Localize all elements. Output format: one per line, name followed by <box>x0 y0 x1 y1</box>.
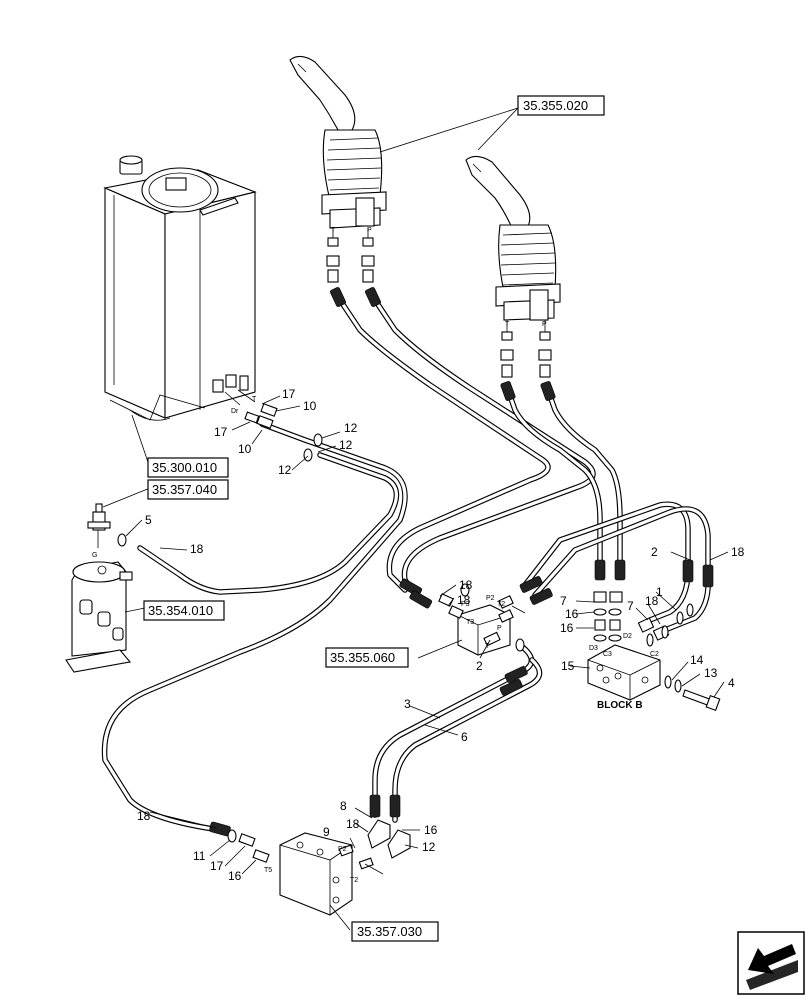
callout: 13 <box>704 666 718 680</box>
callout: 12 <box>339 438 353 452</box>
bottom-block <box>227 819 411 916</box>
bottom-block-port-labels: P2 T2 T5 <box>264 846 358 884</box>
tank-port-labels: Dr T <box>231 396 257 415</box>
port-label-j2-t: T <box>505 321 510 328</box>
svg-text:C2: C2 <box>650 651 659 658</box>
callout: 17 <box>210 859 224 873</box>
callout: 12 <box>278 463 292 477</box>
callout: 8 <box>340 799 347 813</box>
port-label-dr: Dr <box>231 408 239 415</box>
callout: 7 <box>560 594 567 608</box>
port-label-tank-t: T <box>252 396 257 403</box>
callout: 18 <box>137 809 151 823</box>
manifold-port-labels: P3 P2 T2 T3 P T <box>461 595 505 650</box>
callout: 16 <box>228 869 242 883</box>
svg-text:35.357.040: 35.357.040 <box>152 482 217 497</box>
svg-text:T2: T2 <box>497 601 505 608</box>
callout: 18 <box>457 593 471 607</box>
callout: 18 <box>645 594 659 608</box>
svg-text:T3: T3 <box>466 619 474 626</box>
svg-text:P: P <box>497 625 502 632</box>
svg-text:D3: D3 <box>589 645 598 652</box>
callout: 3 <box>404 697 411 711</box>
callout-numbers: 17 10 17 10 12 12 12 5 18 18 18 2 2 18 7… <box>137 387 745 883</box>
svg-text:35.300.010: 35.300.010 <box>152 460 217 475</box>
svg-text:D2: D2 <box>623 633 632 640</box>
hose-joystick1-t <box>337 297 551 593</box>
callout: 18 <box>459 578 473 592</box>
rotary-coupling <box>65 561 133 673</box>
block-b-title: BLOCK B <box>597 700 643 711</box>
callout: 14 <box>690 653 704 667</box>
svg-text:G: G <box>92 552 97 559</box>
joystick-left <box>289 55 387 283</box>
callout: 17 <box>282 387 296 401</box>
ref-box-35-354-010: 35.354.010 <box>143 600 225 621</box>
manifold-block <box>438 583 525 656</box>
callout: 10 <box>238 442 252 456</box>
callout: 18 <box>346 817 360 831</box>
callout: 16 <box>565 607 579 621</box>
svg-text:T: T <box>485 643 490 650</box>
block-b <box>587 591 721 712</box>
leader-lines <box>102 107 729 931</box>
callout: 10 <box>303 399 317 413</box>
hydraulic-tank <box>103 155 257 421</box>
svg-text:C3: C3 <box>603 651 612 658</box>
svg-text:35.355.060: 35.355.060 <box>330 650 395 665</box>
hose-ferrules <box>209 287 714 837</box>
port-label-j1-p: P <box>367 227 372 234</box>
joystick-right <box>465 155 561 378</box>
callout: 17 <box>214 425 228 439</box>
ref-box-35-355-020: 35.355.020 <box>517 95 605 116</box>
ref-box-35-300-010: 35.300.010 <box>147 457 229 478</box>
callout: 4 <box>728 676 735 690</box>
port-label-j2-p: P <box>542 321 547 328</box>
hose-4 <box>372 642 535 818</box>
svg-text:35.357.030: 35.357.030 <box>357 924 422 939</box>
callout: 15 <box>561 659 575 673</box>
svg-text:T5: T5 <box>264 867 272 874</box>
callout: 1 <box>656 585 663 599</box>
callout: 7 <box>627 599 634 613</box>
svg-text:35.354.010: 35.354.010 <box>148 603 213 618</box>
callout: 16 <box>560 621 574 635</box>
port-label-j1-t: T <box>331 227 336 234</box>
ref-box-35-357-030: 35.357.030 <box>351 921 439 942</box>
svg-text:P3: P3 <box>461 601 470 608</box>
callout: 6 <box>461 730 468 744</box>
callout: 5 <box>145 513 152 527</box>
callout: 12 <box>422 840 436 854</box>
callout: 2 <box>651 545 658 559</box>
callout: 12 <box>344 421 358 435</box>
svg-text:35.355.020: 35.355.020 <box>523 98 588 113</box>
svg-text:P2: P2 <box>486 595 495 602</box>
callout: 18 <box>190 542 204 556</box>
tank-fittings <box>244 403 323 462</box>
callout: 2 <box>476 659 483 673</box>
ref-box-35-355-060: 35.355.060 <box>325 647 409 668</box>
pressure-valve: G <box>87 503 127 559</box>
ref-box-35-357-040: 35.357.040 <box>147 479 229 500</box>
hose-2a <box>522 501 691 623</box>
block-b-port-labels: D3 C3 D2 C2 <box>589 633 659 658</box>
callout: 18 <box>731 545 745 559</box>
callout: 9 <box>323 825 330 839</box>
callout: 11 <box>193 849 206 863</box>
svg-text:P2: P2 <box>338 846 347 853</box>
hoses <box>101 297 711 833</box>
navigation-arrow-icon[interactable] <box>737 931 805 995</box>
svg-text:T2: T2 <box>350 877 358 884</box>
callout: 16 <box>424 823 438 837</box>
